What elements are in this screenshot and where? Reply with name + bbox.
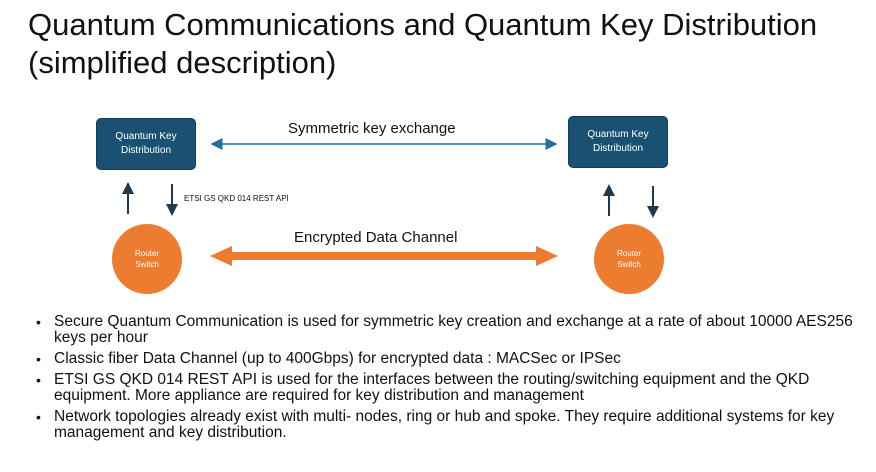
bullet-dot: • bbox=[36, 351, 41, 367]
bullet-item: •ETSI GS QKD 014 REST API is used for th… bbox=[36, 371, 810, 404]
router-right-label: Router Switch bbox=[616, 249, 641, 269]
bullet-item: •Secure Quantum Communication is used fo… bbox=[36, 313, 853, 346]
bullet-item: •Network topologies already exist with m… bbox=[36, 408, 835, 441]
symmetric-key-label: Symmetric key exchange bbox=[288, 120, 456, 137]
encrypted-channel-arrow bbox=[210, 246, 558, 266]
router-left-label: Router Switch bbox=[134, 249, 159, 269]
bullet-dot: • bbox=[36, 409, 41, 425]
router-right: Router Switch bbox=[594, 224, 664, 294]
bullet-dot: • bbox=[36, 372, 41, 388]
bullet-dot: • bbox=[36, 314, 41, 330]
encrypted-channel-label: Encrypted Data Channel bbox=[294, 229, 458, 246]
qkd-right-label: Quantum Key Distribution bbox=[587, 129, 649, 154]
router-left: Router Switch bbox=[112, 224, 182, 294]
qkd-right-box: Quantum Key Distribution bbox=[568, 116, 668, 168]
bullet-list: •Secure Quantum Communication is used fo… bbox=[36, 314, 866, 446]
bullet-item: •Classic fiber Data Channel (up to 400Gb… bbox=[36, 350, 621, 368]
qkd-left-label: Quantum Key Distribution bbox=[115, 131, 177, 156]
qkd-left-box: Quantum Key Distribution bbox=[96, 118, 196, 170]
api-label: ETSI GS QKD 014 REST API bbox=[184, 194, 289, 203]
slide-title: Quantum Communications and Quantum Key D… bbox=[28, 7, 818, 80]
